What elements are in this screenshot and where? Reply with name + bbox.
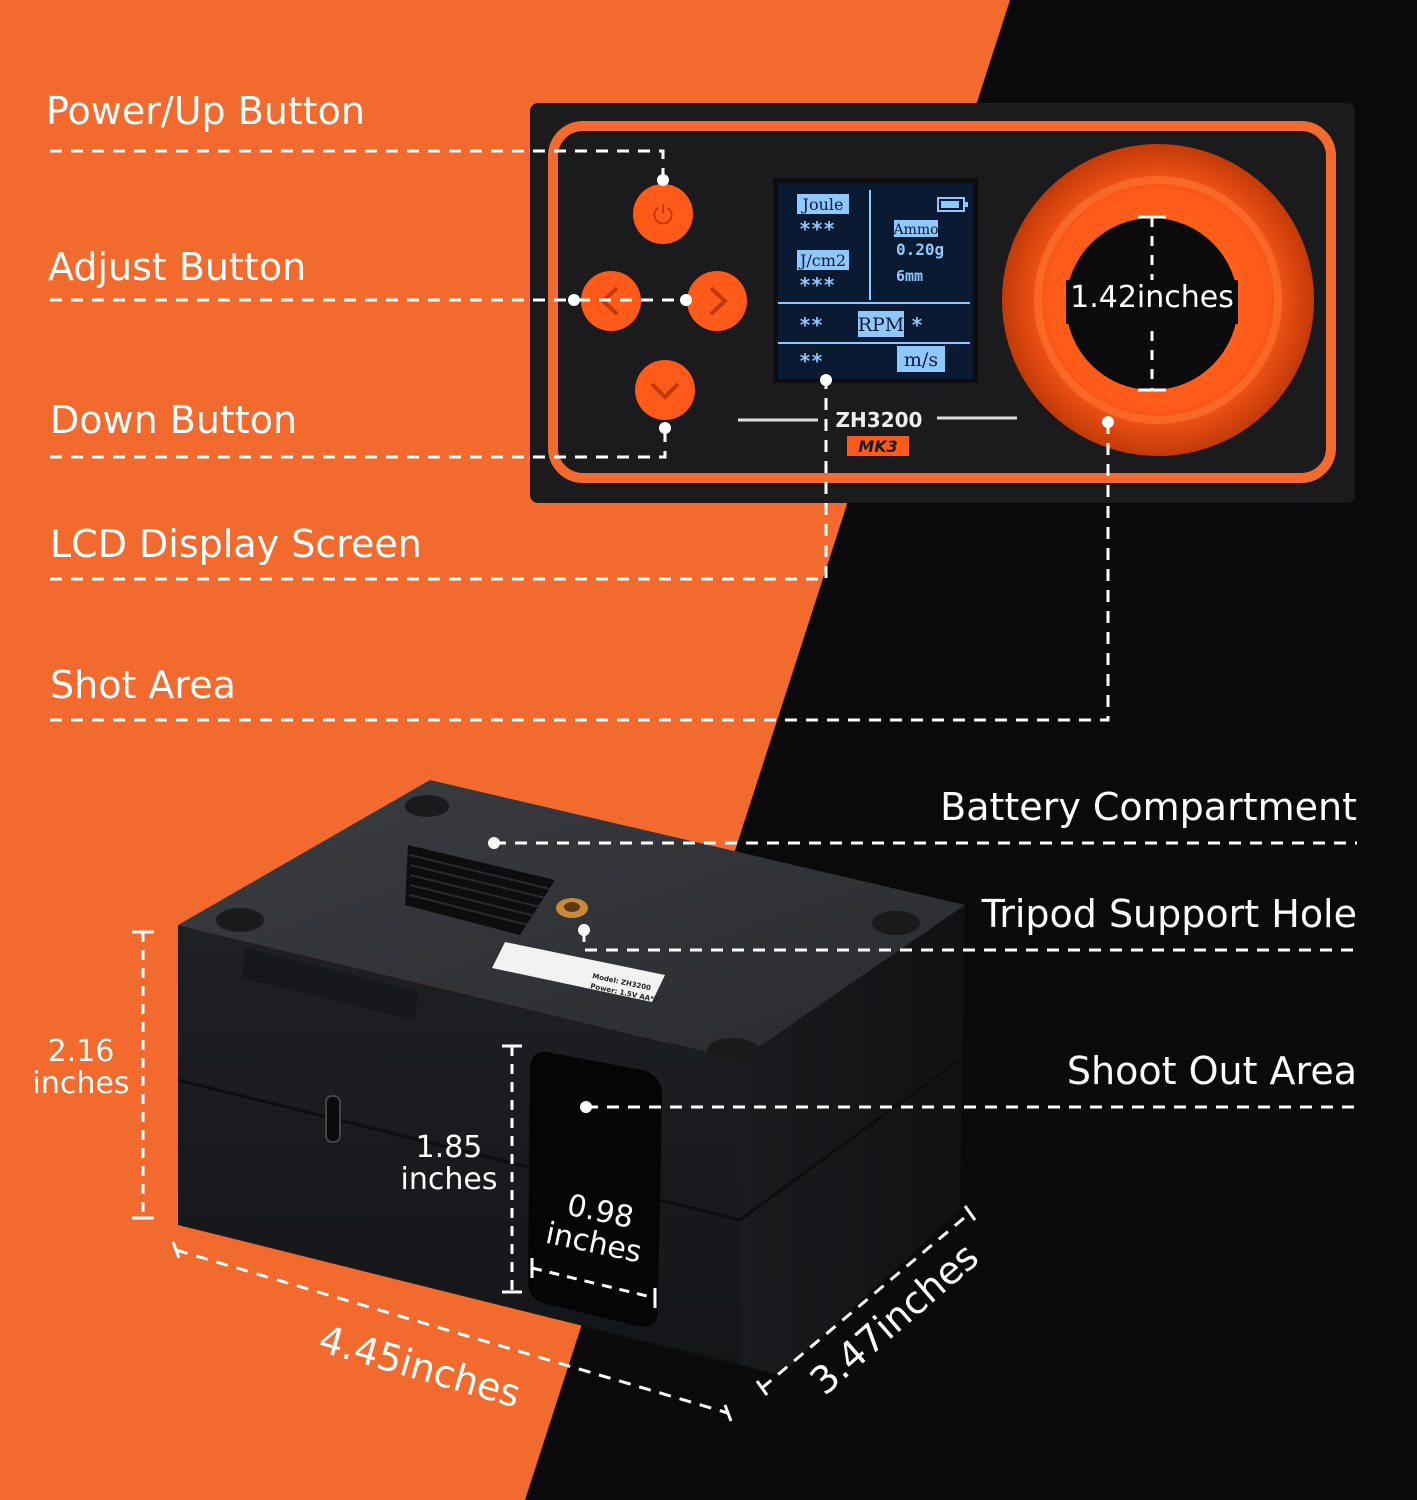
leader-dots bbox=[488, 174, 1114, 1113]
dimension-lines bbox=[132, 930, 977, 1422]
callout-lcd-display: LCD Display Screen bbox=[50, 522, 422, 566]
callout-shoot-out-area: Shoot Out Area bbox=[1066, 1049, 1357, 1093]
dim-port-height: 1.85 inches bbox=[396, 1132, 502, 1195]
version-text: MK3 bbox=[858, 437, 897, 456]
lcd-speed-unit: m/s bbox=[904, 349, 938, 371]
device-top-face bbox=[178, 780, 965, 1060]
version-badge bbox=[847, 436, 909, 456]
lcd-ammo-weight: 0.20g bbox=[896, 240, 944, 259]
device-label-sticker bbox=[492, 942, 665, 1002]
dim-height: 2.16 inches bbox=[26, 1036, 136, 1099]
right-adjust-button[interactable] bbox=[687, 271, 747, 331]
dim-height-value: 2.16 bbox=[47, 1034, 115, 1069]
lcd-rpm-suffix: * bbox=[911, 313, 923, 337]
lcd-rpm-value: ** bbox=[799, 313, 823, 337]
callout-power-up-button: Power/Up Button bbox=[46, 89, 365, 133]
callout-adjust-button: Adjust Button bbox=[48, 245, 307, 289]
lcd-energy-density-value: *** bbox=[799, 273, 835, 297]
lcd-speed-value: ** bbox=[799, 349, 823, 373]
lcd-ammo-label: Ammo bbox=[892, 222, 938, 238]
device-side-face bbox=[740, 905, 965, 1375]
dim-port-height-value: 1.85 bbox=[415, 1130, 483, 1165]
lcd-ammo-size: 6mm bbox=[896, 267, 923, 285]
dim-port-height-unit: inches bbox=[400, 1161, 498, 1197]
lcd-joule-value: *** bbox=[799, 217, 835, 241]
dim-shot-diameter: 1.42inches bbox=[1070, 280, 1234, 315]
front-panel: ⏻ Joule *** J/cm2 bbox=[530, 103, 1355, 503]
dim-height-unit: inches bbox=[32, 1065, 130, 1101]
callout-down-button: Down Button bbox=[50, 398, 298, 442]
callout-tripod-hole: Tripod Support Hole bbox=[981, 892, 1357, 936]
leader-lines bbox=[50, 149, 1357, 1109]
usb-c-port bbox=[325, 1095, 341, 1143]
callout-battery-compartment: Battery Compartment bbox=[940, 785, 1357, 829]
model-name: ZH3200 bbox=[836, 408, 923, 432]
lcd-joule-label: Joule bbox=[801, 195, 844, 214]
callout-shot-area: Shot Area bbox=[50, 663, 236, 707]
device-body: Model: ZH3200 Power: 1.5V AA*2 bbox=[177, 780, 965, 1375]
down-button[interactable] bbox=[635, 360, 695, 420]
lcd-rpm-label: RPM bbox=[858, 314, 905, 336]
power-up-button[interactable]: ⏻ bbox=[633, 184, 693, 244]
lcd-display: Joule *** J/cm2 *** Ammo 0.20g 6mm ** RP… bbox=[773, 178, 978, 383]
shoot-out-opening bbox=[528, 1051, 662, 1327]
lcd-energy-density-label: J/cm2 bbox=[798, 251, 846, 270]
svg-text:⏻: ⏻ bbox=[653, 201, 674, 231]
